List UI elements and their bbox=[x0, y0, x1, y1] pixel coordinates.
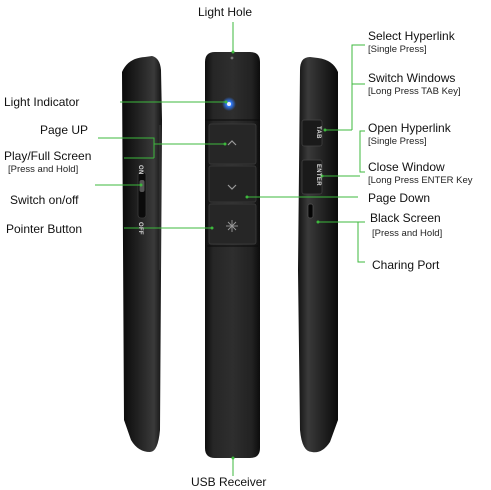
label-select-hyperlink-sub: [Single Press] bbox=[368, 44, 427, 55]
label-play-full-screen: Play/Full Screen bbox=[4, 149, 92, 163]
label-page-down: Page Down bbox=[368, 191, 431, 205]
label-select-hyperlink: Select Hyperlink bbox=[368, 29, 455, 43]
leader-endpoints bbox=[139, 50, 327, 460]
tab-key-text: TAB bbox=[315, 126, 321, 139]
label-pointer-button: Pointer Button bbox=[6, 222, 83, 236]
enter-key-text: ENTER bbox=[315, 164, 321, 186]
light-hole-dot bbox=[230, 56, 234, 60]
label-open-hyperlink-sub: [Single Press] bbox=[368, 136, 427, 147]
label-play-full-screen-sub: [Press and Hold] bbox=[8, 164, 79, 175]
label-black-screen-sub: [Press and Hold] bbox=[372, 228, 443, 239]
sunburst-icon bbox=[226, 220, 238, 232]
label-close-window: Close Window bbox=[368, 160, 445, 174]
label-close-window-sub: [Long Press ENTER Key bbox=[368, 175, 473, 186]
switch-slot bbox=[137, 171, 147, 219]
charging-port-slot bbox=[307, 203, 314, 219]
front-view bbox=[205, 52, 260, 458]
switch-off-text: OFF bbox=[137, 222, 143, 235]
label-switch-windows-sub: [Long Press TAB Key] bbox=[368, 86, 461, 97]
label-usb-receiver: USB Receiver bbox=[191, 475, 267, 489]
page-down-button-face bbox=[208, 165, 257, 203]
pointer-button-face bbox=[208, 203, 257, 245]
left-side-view bbox=[122, 56, 162, 452]
label-switch-windows: Switch Windows bbox=[368, 71, 456, 85]
switch-on-text: ON bbox=[137, 165, 143, 175]
right-side-view bbox=[298, 57, 338, 453]
tab-key bbox=[301, 119, 323, 147]
label-page-up: Page UP bbox=[40, 123, 89, 137]
chevron-up-icon bbox=[227, 140, 237, 146]
label-light-indicator: Light Indicator bbox=[4, 95, 80, 109]
label-switch-on-off: Switch on/off bbox=[10, 193, 79, 207]
leader-lines bbox=[95, 22, 365, 476]
label-black-screen: Black Screen bbox=[370, 211, 441, 225]
label-charging-port: Charing Port bbox=[372, 258, 440, 272]
chevron-down-icon bbox=[227, 184, 237, 190]
label-light-hole: Light Hole bbox=[198, 5, 253, 19]
label-open-hyperlink: Open Hyperlink bbox=[368, 121, 451, 135]
